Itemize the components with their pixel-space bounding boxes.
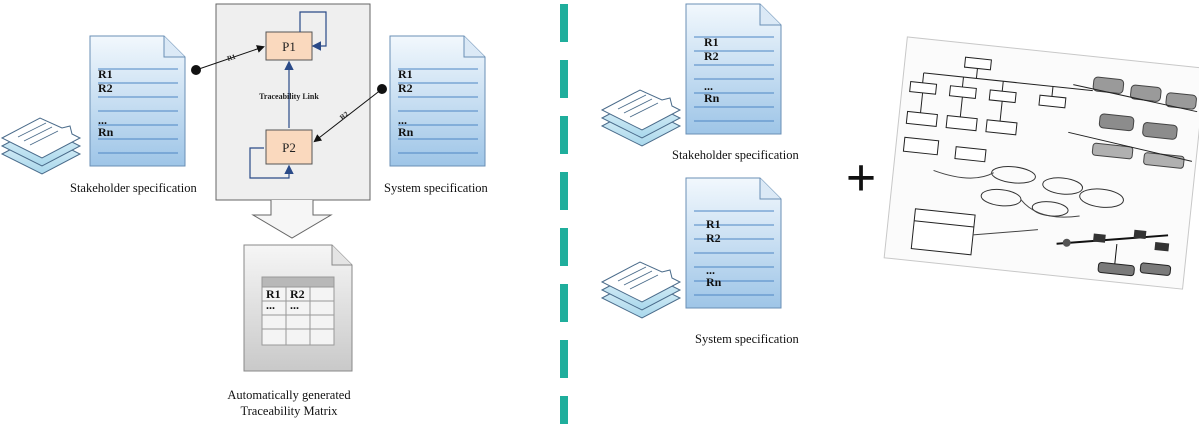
doc-line-rn: Rn	[706, 275, 722, 289]
doc-line-r1: R1	[706, 217, 721, 231]
matrix-cell-ellipsis: ...	[266, 298, 275, 312]
doc-line-rn: Rn	[398, 125, 414, 139]
system-document-icon-left: R1 R2 ... Rn	[389, 35, 486, 167]
doc-line-r2: R2	[398, 81, 413, 95]
plus-symbol: +	[846, 148, 877, 208]
doc-line-ellipsis: ...	[704, 79, 713, 93]
big-down-arrow-icon	[251, 200, 333, 239]
scanned-model-sketch-image	[883, 36, 1199, 290]
edge-label-r2: R2	[338, 110, 350, 122]
p1-self-loop	[299, 11, 327, 51]
matrix-cell-ellipsis: ...	[290, 298, 299, 312]
process-p2-box	[265, 129, 313, 165]
stack-icon-stakeholder-right	[601, 89, 681, 147]
p2-self-loop	[249, 147, 294, 179]
system-to-p2-edge	[313, 88, 383, 143]
system-caption-right: System specification	[695, 332, 799, 346]
doc-line-r2: R2	[98, 81, 113, 95]
stakeholder-caption-left: Stakeholder specification	[70, 181, 197, 195]
doc-line-r1: R1	[98, 67, 113, 81]
stakeholder-to-p1-edge	[195, 45, 265, 71]
edge-label-r1: R1	[226, 52, 237, 62]
matrix-caption-line1: Automatically generated	[227, 388, 351, 402]
stakeholder-document-icon-right: R1 R2 ... Rn	[685, 3, 782, 135]
matrix-header-r1: R1	[266, 287, 281, 301]
doc-line-rn: Rn	[704, 91, 720, 105]
doc-line-ellipsis: ...	[398, 113, 407, 127]
stakeholder-caption-right: Stakeholder specification	[672, 148, 799, 162]
matrix-header-r2: R2	[290, 287, 305, 301]
doc-line-ellipsis: ...	[98, 113, 107, 127]
doc-line-r2: R2	[706, 231, 721, 245]
system-document-icon-right: R1 R2 ... Rn	[685, 177, 782, 309]
doc-line-r1: R1	[398, 67, 413, 81]
stack-icon-stakeholder-left	[1, 117, 81, 175]
process-p1-box	[265, 31, 313, 61]
process-p2-label: P2	[282, 140, 296, 155]
matrix-caption-line2: Traceability Matrix	[240, 404, 338, 418]
doc-line-r1: R1	[704, 35, 719, 49]
process-p1-label: P1	[282, 39, 296, 54]
stakeholder-document-icon-left: R1 R2 ... Rn	[89, 35, 186, 167]
system-caption-left: System specification	[384, 181, 488, 195]
doc-line-rn: Rn	[98, 125, 114, 139]
traceability-link-label: Traceability Link	[259, 92, 319, 101]
stack-icon-system-right	[601, 261, 681, 319]
traceability-matrix-document-icon: R1 R2 ... ...	[243, 244, 353, 372]
doc-line-ellipsis: ...	[706, 263, 715, 277]
doc-line-r2: R2	[704, 49, 719, 63]
